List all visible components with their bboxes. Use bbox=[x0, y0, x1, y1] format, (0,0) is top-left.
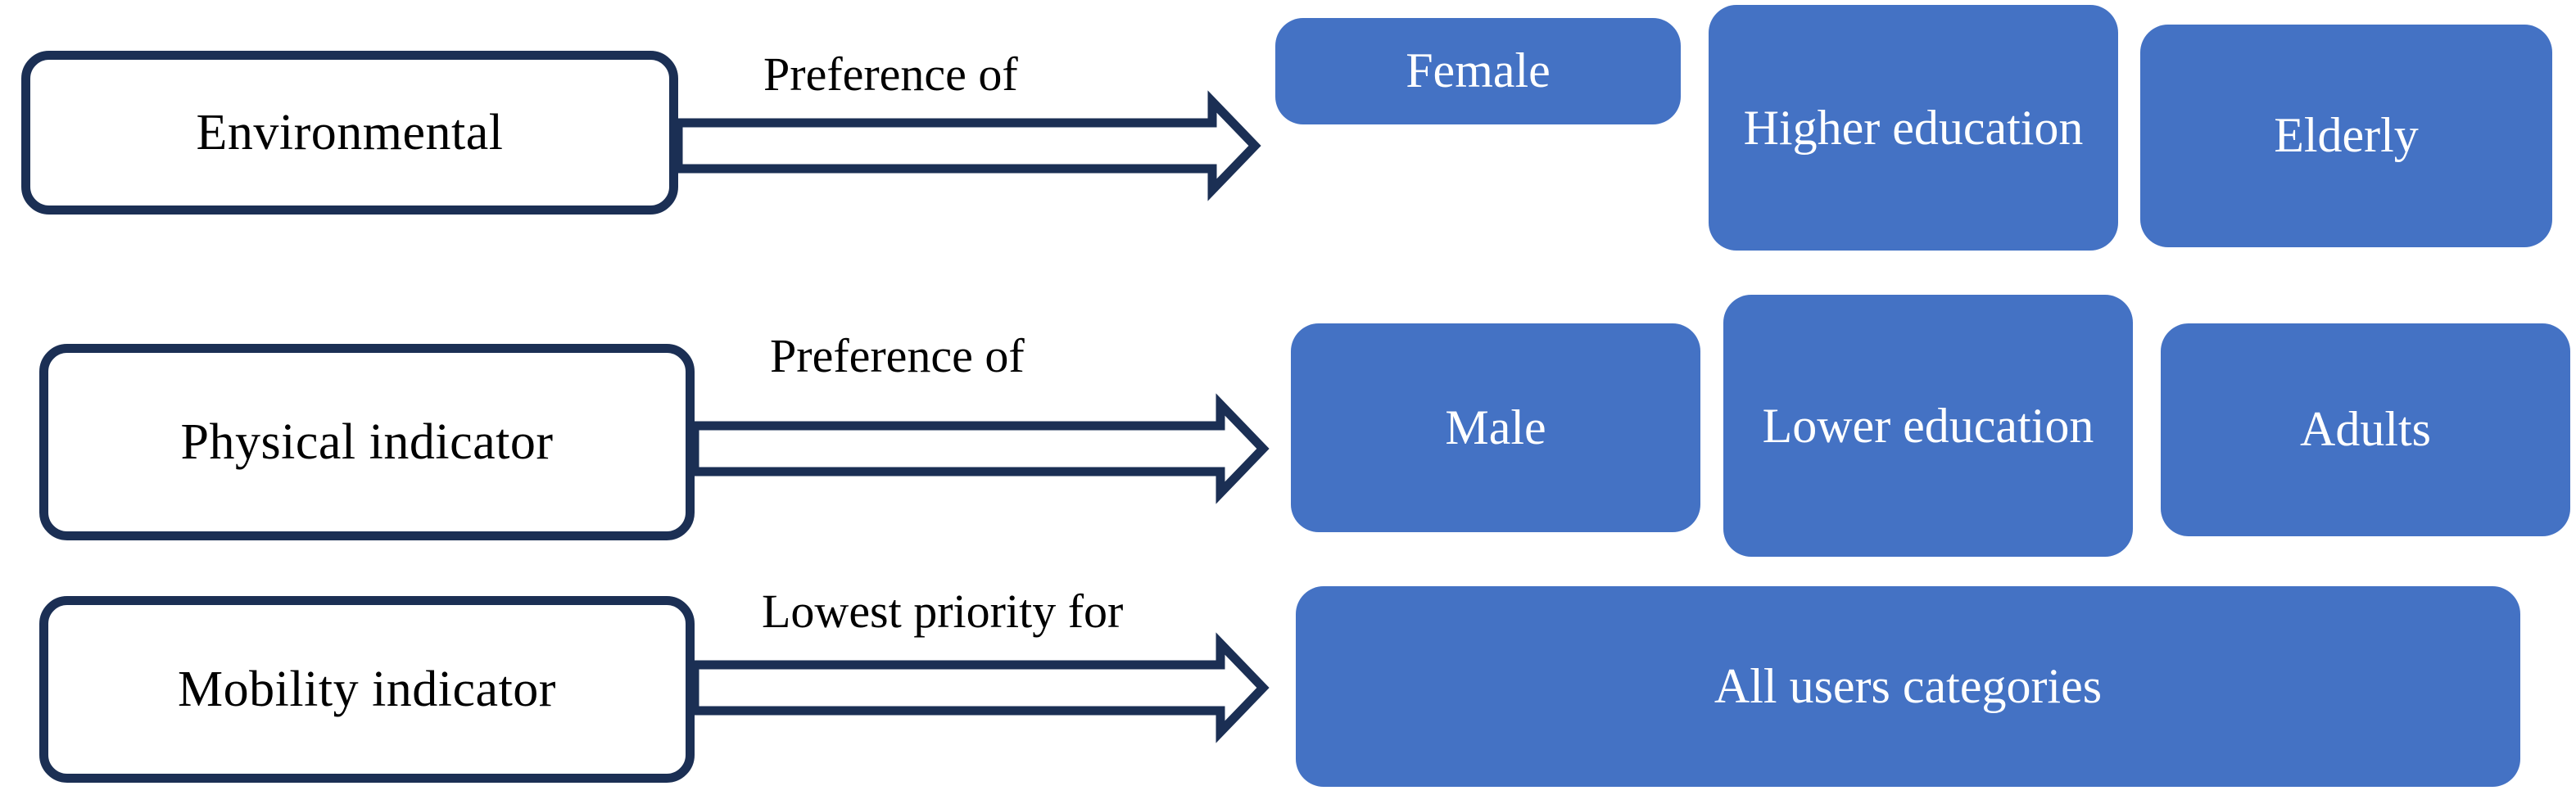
category-label: Adults bbox=[2299, 402, 2432, 457]
indicator-box-environmental[interactable]: Environmental bbox=[21, 51, 678, 215]
arrow-row-3 bbox=[690, 632, 1270, 743]
category-label: All users categories bbox=[1714, 658, 2103, 713]
category-box-higher-education[interactable]: Higher education bbox=[1709, 5, 2118, 251]
category-label: Female bbox=[1406, 43, 1551, 98]
indicator-label: Mobility indicator bbox=[178, 661, 556, 717]
indicator-box-mobility[interactable]: Mobility indicator bbox=[39, 596, 695, 783]
indicator-box-physical[interactable]: Physical indicator bbox=[39, 344, 695, 540]
arrow-row-1 bbox=[673, 90, 1261, 201]
category-label: Higher education bbox=[1743, 100, 2084, 155]
category-label: Elderly bbox=[2274, 108, 2419, 163]
indicator-label: Physical indicator bbox=[180, 413, 554, 470]
category-box-lower-education[interactable]: Lower education bbox=[1723, 295, 2133, 557]
indicator-label: Environmental bbox=[196, 104, 504, 160]
category-box-adults[interactable]: Adults bbox=[2161, 323, 2570, 536]
category-box-elderly[interactable]: Elderly bbox=[2140, 25, 2552, 247]
category-box-female[interactable]: Female bbox=[1275, 18, 1681, 124]
arrow-label-row-1: Preference of bbox=[763, 47, 1018, 101]
category-box-all-users[interactable]: All users categories bbox=[1296, 586, 2520, 787]
category-label: Lower education bbox=[1762, 398, 2094, 453]
category-label: Male bbox=[1445, 400, 1546, 454]
arrow-row-2 bbox=[690, 393, 1270, 504]
block-arrow-icon bbox=[690, 393, 1270, 504]
arrow-label-row-3: Lowest priority for bbox=[762, 585, 1124, 638]
block-arrow-icon bbox=[673, 90, 1261, 201]
block-arrow-icon bbox=[690, 632, 1270, 743]
category-box-male[interactable]: Male bbox=[1291, 323, 1700, 532]
arrow-label-row-2: Preference of bbox=[770, 329, 1025, 382]
